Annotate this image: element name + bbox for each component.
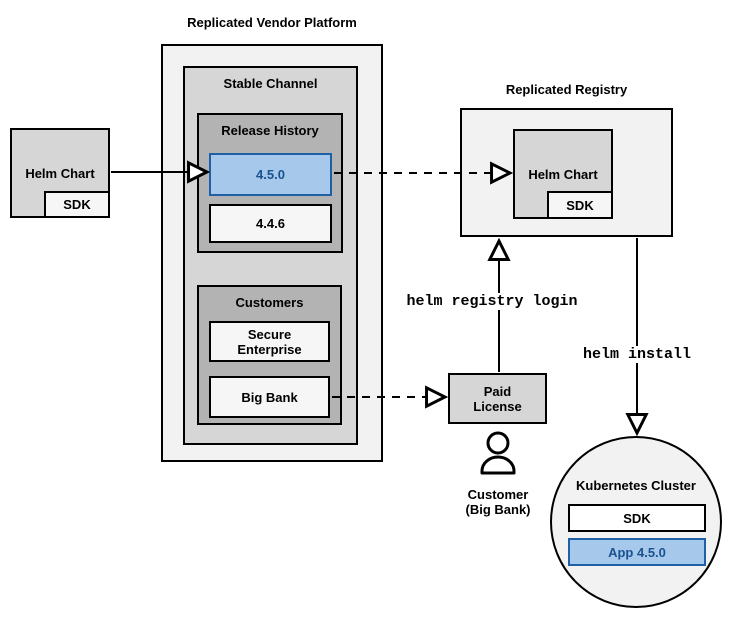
- release-version-446[interactable]: 4.4.6: [209, 204, 332, 243]
- cluster-sdk-label: SDK: [623, 510, 651, 526]
- helm-install-text: helm install: [578, 346, 696, 363]
- release-version-450[interactable]: 4.5.0: [209, 153, 332, 196]
- cluster-app-box: App 4.5.0: [568, 538, 706, 566]
- person-icon: [480, 431, 516, 475]
- vendor-platform-title: Replicated Vendor Platform: [187, 15, 357, 30]
- registry-sdk-box: SDK: [547, 191, 613, 219]
- customer-big-bank[interactable]: Big Bank: [209, 376, 330, 418]
- source-sdk-label: SDK: [63, 197, 91, 212]
- registry-helm-chart-label: Helm Chart: [528, 166, 598, 182]
- helm-registry-login-text: helm registry login: [402, 293, 582, 310]
- stable-channel-title: Stable Channel: [223, 76, 318, 91]
- paid-license-label: Paid License: [473, 383, 522, 414]
- source-sdk-box: SDK: [44, 191, 110, 218]
- helm-registry-login-command: helm registry login: [392, 293, 592, 310]
- cluster-app-label: App 4.5.0: [608, 544, 666, 560]
- release-version-450-label: 4.5.0: [256, 167, 285, 182]
- helm-install-command: helm install: [537, 346, 737, 363]
- registry-sdk-label: SDK: [566, 197, 594, 213]
- release-version-446-label: 4.4.6: [256, 216, 285, 231]
- customer-secure-enterprise-label: Secure Enterprise: [237, 326, 302, 357]
- release-history-title: Release History: [221, 123, 319, 138]
- customers-title: Customers: [235, 295, 304, 310]
- kubernetes-cluster-title: Kubernetes Cluster: [576, 478, 696, 493]
- customer-person-label: Customer (Big Bank): [465, 487, 531, 517]
- source-helm-chart-label: Helm Chart: [25, 165, 95, 181]
- customer-secure-enterprise[interactable]: Secure Enterprise: [209, 321, 330, 362]
- cluster-sdk-box: SDK: [568, 504, 706, 532]
- paid-license-box[interactable]: Paid License: [448, 373, 547, 424]
- customer-big-bank-label: Big Bank: [241, 389, 298, 405]
- registry-title: Replicated Registry: [505, 82, 628, 97]
